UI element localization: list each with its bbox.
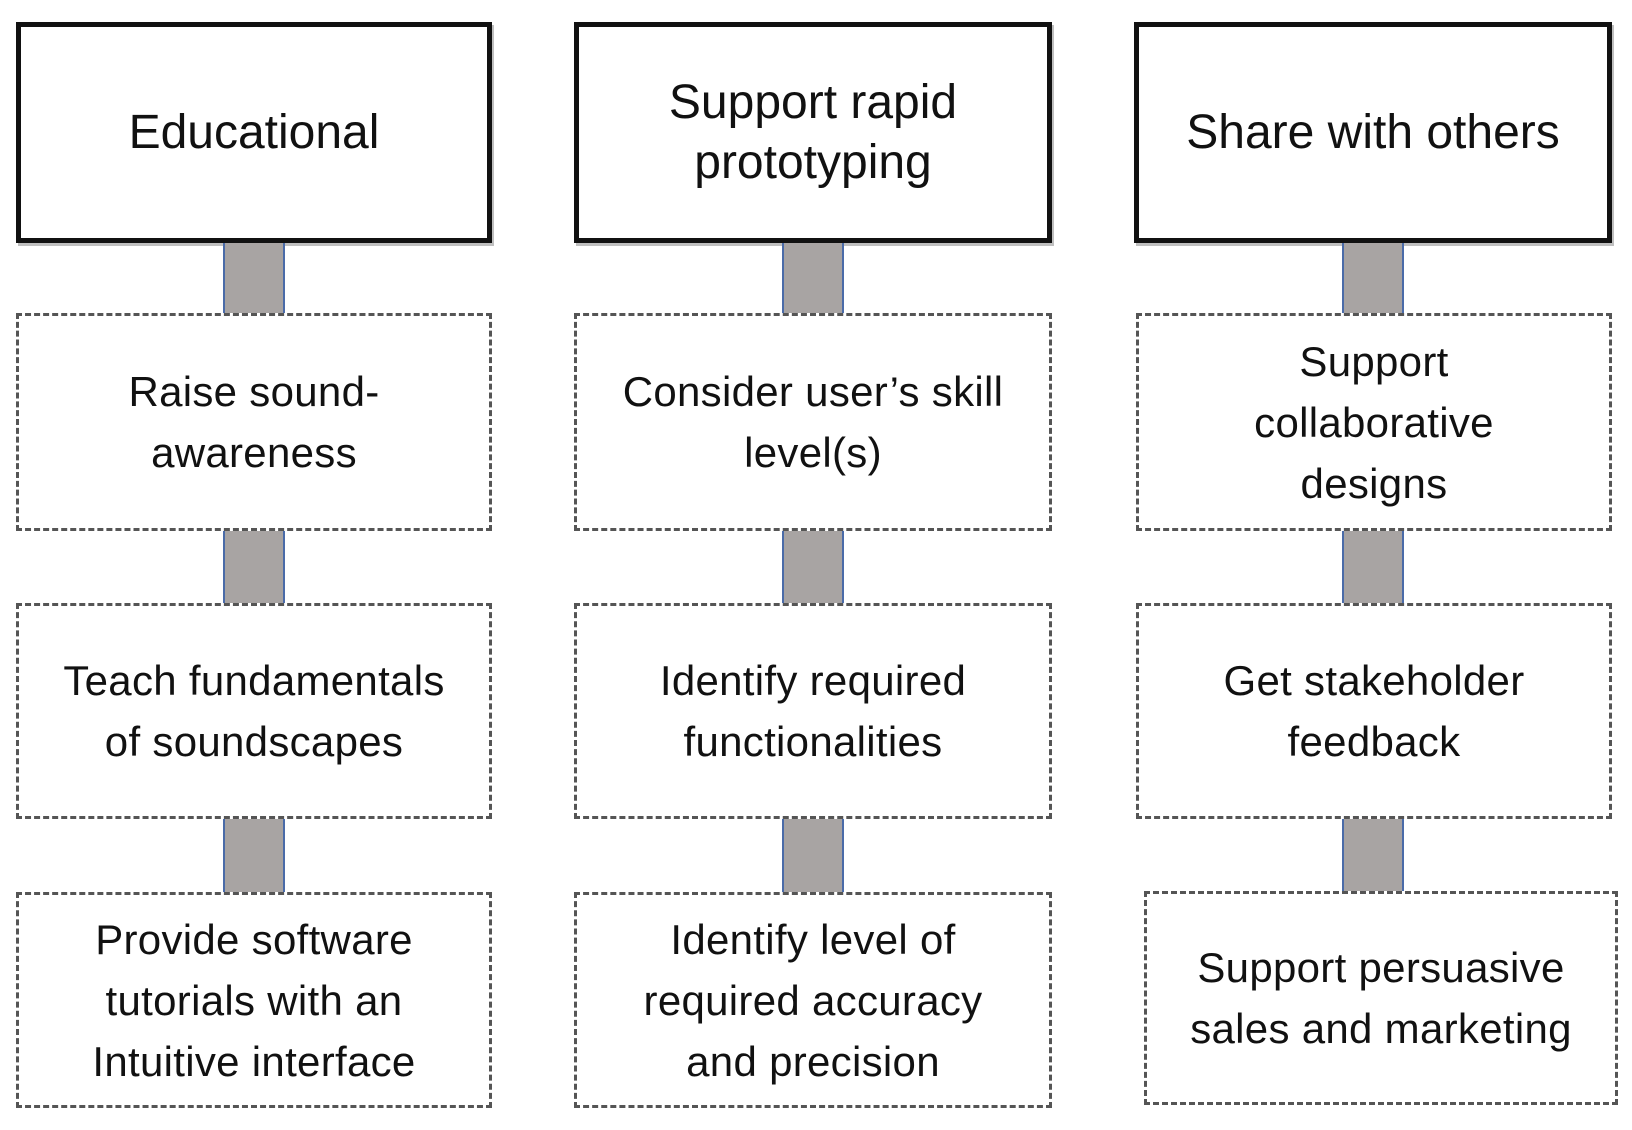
goal-box-rapid-prototyping: Support rapid prototyping: [574, 22, 1052, 243]
goal-item-box: Provide software tutorials with an Intui…: [16, 892, 492, 1108]
connector: [1342, 819, 1404, 891]
goal-item-box: Identify level of required accuracy and …: [574, 892, 1052, 1108]
goal-item-box: Support collaborative designs: [1136, 313, 1612, 531]
goal-item-box: Consider user’s skill level(s): [574, 313, 1052, 531]
goal-item-box: Raise sound- awareness: [16, 313, 492, 531]
connector: [223, 819, 285, 892]
goal-box-share-with-others: Share with others: [1134, 22, 1612, 243]
connector: [782, 819, 844, 892]
connector: [223, 531, 285, 603]
goal-item-box: Support persuasive sales and marketing: [1144, 891, 1618, 1105]
goal-item-box: Teach fundamentals of soundscapes: [16, 603, 492, 819]
goal-box-educational: Educational: [16, 22, 492, 243]
connector: [782, 243, 844, 313]
connector: [1342, 243, 1404, 313]
connector: [1342, 531, 1404, 603]
goal-item-box: Get stakeholder feedback: [1136, 603, 1612, 819]
connector: [223, 243, 285, 313]
goal-item-box: Identify required functionalities: [574, 603, 1052, 819]
connector: [782, 531, 844, 603]
